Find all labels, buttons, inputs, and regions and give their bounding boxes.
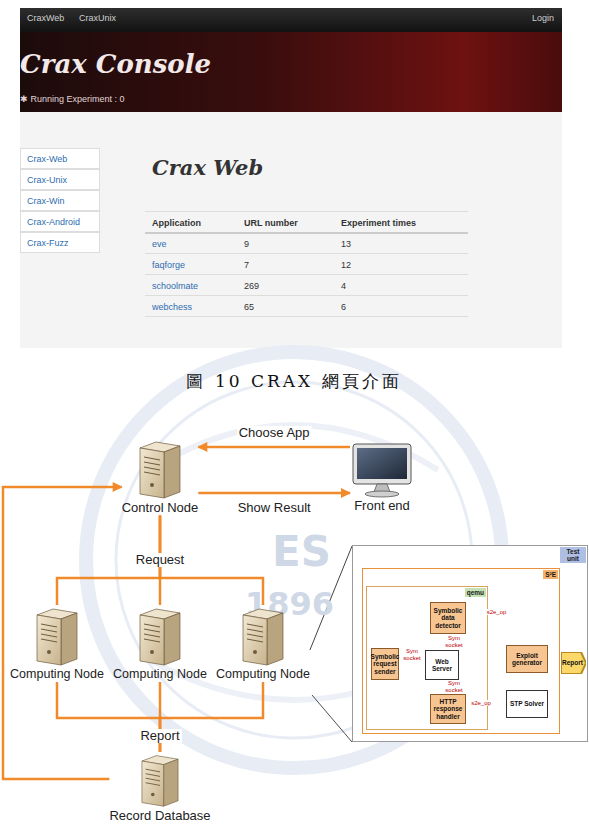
socket-label: s2e_op bbox=[469, 700, 493, 707]
table-rule bbox=[145, 211, 468, 212]
process-box: Web Server bbox=[425, 650, 459, 680]
report-shape: Report bbox=[561, 652, 586, 674]
page-body bbox=[20, 112, 562, 348]
box-label: Exploit generator bbox=[507, 652, 547, 667]
table-header: URL number bbox=[244, 218, 298, 228]
test-unit-frame: Test unitS²E qemuSymbolic request sender W… bbox=[352, 545, 588, 742]
figure-caption: 圖 10 CRAX 網頁介面 bbox=[186, 370, 401, 393]
node-label: Control Node bbox=[122, 500, 199, 516]
zoom-line bbox=[312, 695, 352, 742]
sidebar-link: Crax-Unix bbox=[27, 175, 67, 185]
process-box: Symbolic request sender bbox=[371, 648, 399, 680]
table-header: Experiment times bbox=[341, 218, 416, 228]
edge-label: Request bbox=[134, 553, 186, 567]
table-cell: 6 bbox=[341, 302, 346, 312]
server-node: Computing Node bbox=[10, 605, 104, 682]
box-label: STP Solver bbox=[509, 700, 545, 707]
socket-label: Sym socket bbox=[445, 680, 463, 693]
table-cell: eve bbox=[152, 239, 167, 249]
table-rule bbox=[145, 274, 468, 275]
corner-tag: qemu bbox=[465, 588, 486, 597]
table-cell: 7 bbox=[244, 260, 249, 270]
table-cell: 12 bbox=[341, 260, 351, 270]
table-rule bbox=[145, 316, 468, 317]
flow-connector bbox=[198, 492, 350, 495]
nav-link: CraxWeb bbox=[27, 13, 64, 23]
box-label: HTTP response handler bbox=[431, 698, 465, 720]
box-label: Report bbox=[561, 659, 586, 666]
process-box: HTTP response handler bbox=[430, 694, 466, 724]
flow-connector bbox=[198, 446, 350, 449]
node-label: Computing Node bbox=[113, 667, 207, 682]
table-cell: webchess bbox=[152, 302, 192, 312]
edge-label: Report bbox=[138, 729, 181, 743]
process-box: Exploit generator bbox=[506, 645, 548, 673]
qemu-box: qemuSymbolic request senderWeb ServerSym… bbox=[366, 586, 488, 730]
table-cell: 9 bbox=[244, 239, 249, 249]
app-title: Crax Console bbox=[20, 50, 211, 80]
table-header: Application bbox=[152, 218, 201, 228]
node-label: Computing Node bbox=[216, 667, 310, 682]
corner-tag: S²E bbox=[543, 570, 558, 579]
watermark-text: ES bbox=[272, 528, 331, 576]
box-label: Symbolic data detector bbox=[431, 607, 465, 629]
server-node: Computing Node bbox=[216, 605, 310, 682]
database-node: Record Database bbox=[109, 752, 210, 824]
process-box: Symbolic data detector bbox=[430, 602, 466, 634]
box-label: Web Server bbox=[426, 658, 458, 673]
edge-label: Show Result bbox=[236, 501, 313, 515]
server-node: Control Node bbox=[122, 438, 199, 516]
nav-link: CraxUnix bbox=[79, 13, 116, 23]
table-cell: 13 bbox=[341, 239, 351, 249]
table-cell: 65 bbox=[244, 302, 254, 312]
table-rule bbox=[145, 295, 468, 296]
corner-tag: Test unit bbox=[560, 547, 586, 563]
page-heading: Crax Web bbox=[152, 156, 263, 180]
server-node: Computing Node bbox=[113, 605, 207, 682]
node-label: Record Database bbox=[109, 808, 210, 824]
table-rule bbox=[145, 253, 468, 254]
node-label: Computing Node bbox=[10, 667, 104, 682]
status-text: ✱ Running Experiment : 0 bbox=[20, 94, 125, 104]
table-cell: 4 bbox=[341, 281, 346, 291]
flow-connector bbox=[3, 487, 122, 779]
table-cell: 269 bbox=[244, 281, 259, 291]
process-box: STP Solver bbox=[506, 690, 548, 718]
s2e-box: S²E qemuSymbolic request sender Web Server… bbox=[362, 568, 560, 734]
table-rule bbox=[145, 232, 468, 234]
sidebar-link: Crax-Win bbox=[27, 196, 65, 206]
sidebar-link: Crax-Fuzz bbox=[27, 238, 69, 248]
node-label: Front end bbox=[350, 498, 414, 514]
socket-label: s2e_op bbox=[485, 609, 509, 616]
edge-label: Choose App bbox=[237, 426, 312, 440]
nav-link: Login bbox=[532, 13, 554, 23]
sidebar-link: Crax-Web bbox=[27, 154, 67, 164]
table-cell: faqforge bbox=[152, 260, 185, 270]
box-label: Symbolic request sender bbox=[370, 653, 401, 675]
socket-label: Sym socket bbox=[403, 648, 421, 661]
monitor-node: Front end bbox=[350, 442, 414, 514]
table-cell: schoolmate bbox=[152, 281, 198, 291]
socket-label: Sym socket bbox=[445, 635, 463, 648]
sidebar-link: Crax-Android bbox=[27, 217, 80, 227]
